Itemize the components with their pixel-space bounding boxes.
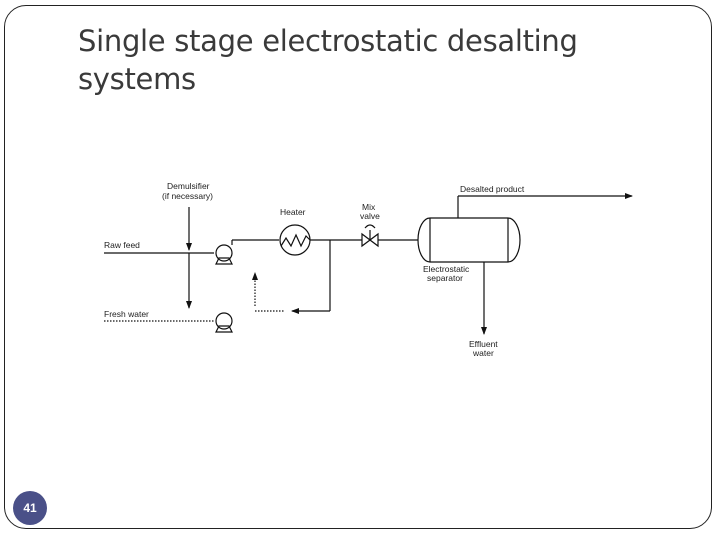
electrostatic-label-2: separator <box>427 273 463 283</box>
mix-valve-icon <box>361 232 379 248</box>
slide-frame <box>4 5 712 529</box>
effluent-label-2: water <box>472 348 494 358</box>
raw-feed-pump-base <box>215 257 233 265</box>
slide-title-line-2: systems <box>78 62 196 96</box>
demulsifier-label-1: Demulsifier <box>167 181 210 191</box>
fresh-water-pump <box>215 312 233 330</box>
raw-feed-pump <box>215 244 233 262</box>
fresh-water-pump-base <box>215 325 233 333</box>
raw-feed-label: Raw feed <box>104 240 140 250</box>
slide-title-line-1: Single stage electrostatic desalting <box>78 24 578 58</box>
electrostatic-label-1: Electrostatic <box>423 264 470 274</box>
mix-valve-label-1: Mix <box>362 202 376 212</box>
fresh-water-label: Fresh water <box>104 309 149 319</box>
heater-coil <box>280 233 311 248</box>
effluent-label-1: Effluent <box>469 339 498 349</box>
page-number-badge: 41 <box>13 491 47 525</box>
desalted-product-label: Desalted product <box>460 184 525 194</box>
slide-title: Single stage electrostatic desalting sys… <box>78 22 638 98</box>
mix-valve-stem <box>364 224 376 240</box>
heater-label: Heater <box>280 207 306 217</box>
mix-valve-label-2: valve <box>360 211 380 221</box>
demulsifier-label-2: (if necessary) <box>162 191 213 201</box>
electrostatic-separator-vessel <box>417 217 521 263</box>
